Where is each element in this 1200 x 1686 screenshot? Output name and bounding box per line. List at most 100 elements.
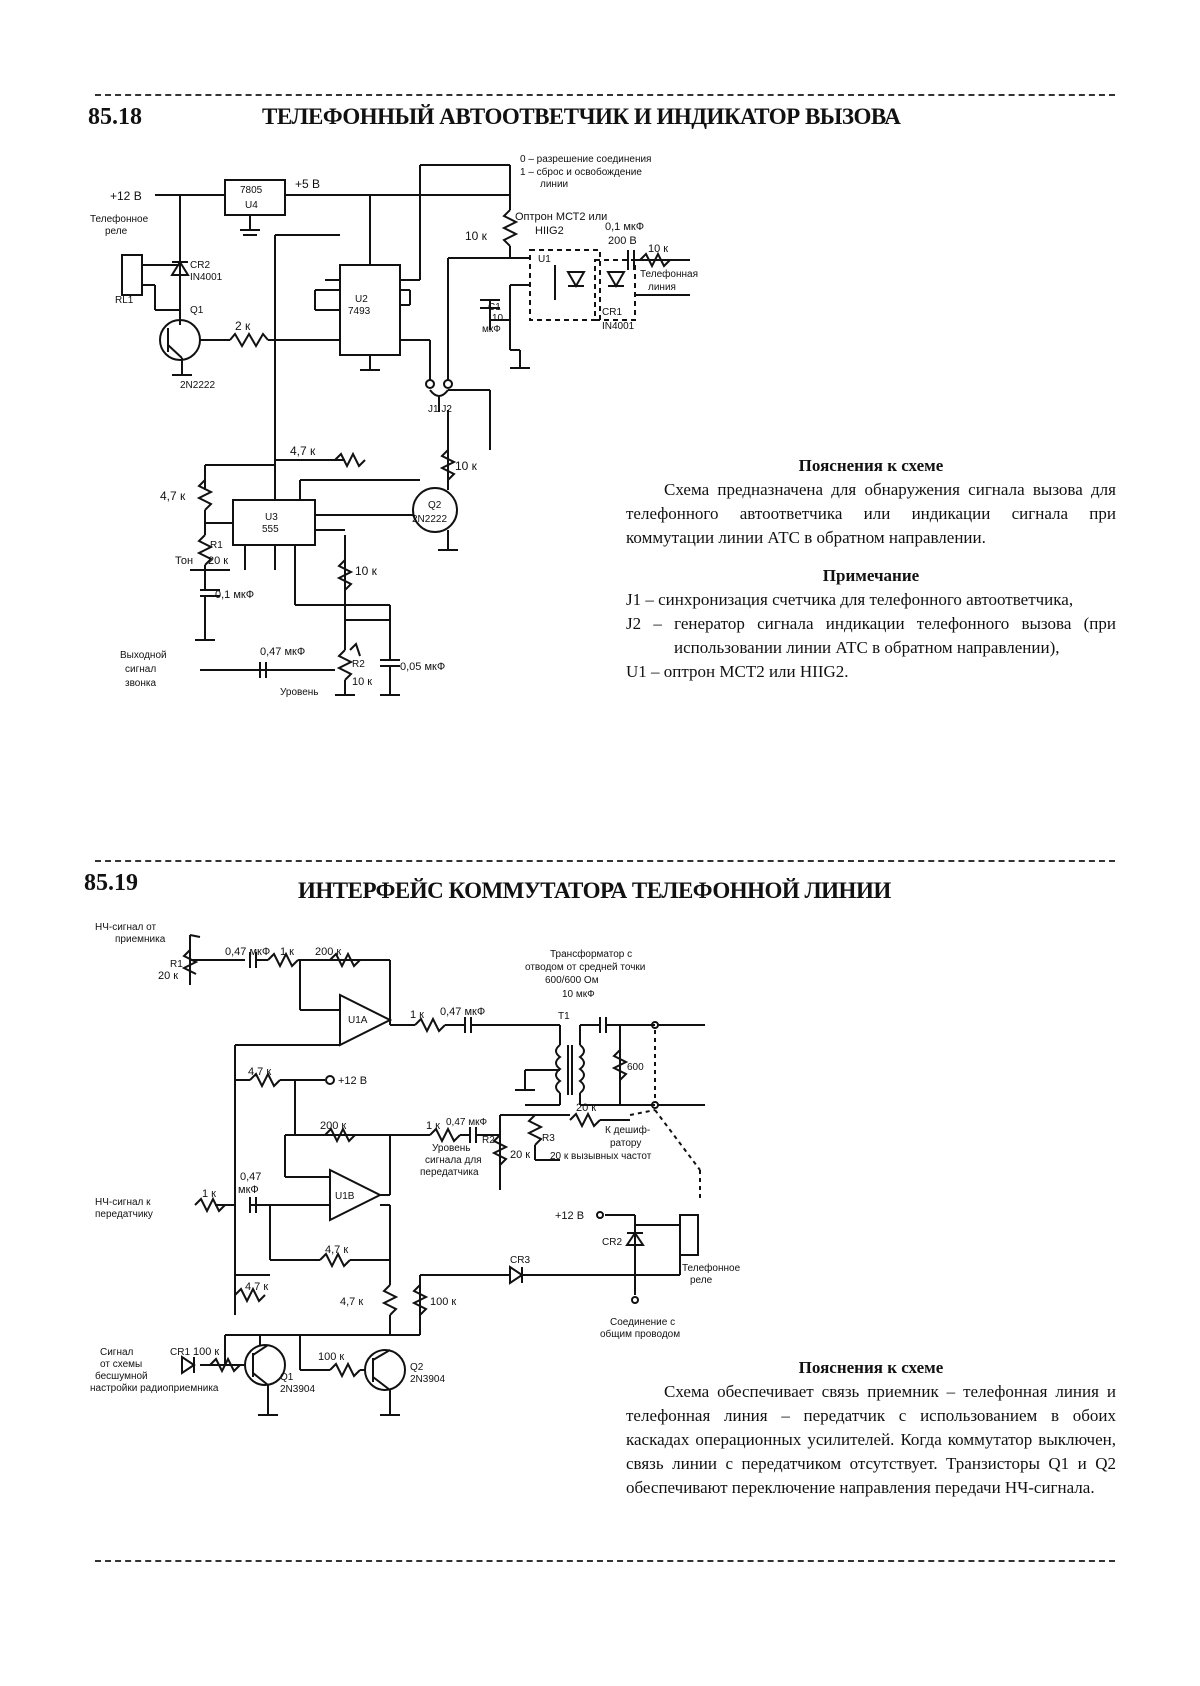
label-rl1: RL1 <box>115 295 134 306</box>
label-1k2: 1 к <box>410 1009 424 1021</box>
label-100k-c: 100 к <box>318 1351 344 1363</box>
label-cr2-type: IN4001 <box>190 272 223 283</box>
label-u2: U2 <box>355 294 368 305</box>
label-out: Выходной <box>120 650 167 661</box>
label-200k-b: 200 к <box>320 1120 346 1132</box>
label-cr1: CR1 <box>602 307 622 318</box>
label-10k2: 10 к <box>648 243 668 255</box>
label-relay: Телефонное <box>90 213 149 225</box>
label-r47b: 4,7 к <box>325 1244 348 1256</box>
label-q2: Q2 <box>410 1362 424 1373</box>
label-c047: 0,47 мкФ <box>260 646 305 658</box>
label-reg-id: U4 <box>245 200 258 211</box>
label-c047c: 0,47 мкФ <box>446 1117 487 1128</box>
label-100k: 100 к <box>430 1296 456 1308</box>
label-r47b: 4,7 к <box>160 489 186 503</box>
label-out: НЧ-сигнал к <box>95 1197 151 1208</box>
bottom-divider <box>95 1560 1115 1562</box>
label-r47: 4,7 к <box>248 1066 271 1078</box>
label-line2: линия <box>648 282 676 293</box>
label-ctrl0: 0 – разрешение соединения <box>520 154 651 165</box>
circuit-diagram-2: НЧ-сигнал от приемника R1 20 к 0,47 мкФ … <box>90 922 741 1416</box>
label-c1-val: 10 <box>492 313 504 324</box>
label-u1: U1 <box>538 254 551 265</box>
label-out2: сигнал <box>125 664 156 675</box>
label-r1: R1 <box>170 959 183 970</box>
label-r2: R2 <box>482 1135 495 1146</box>
label-gnd2: общим проводом <box>600 1328 680 1340</box>
label-xf: Трансформатор с <box>550 948 632 960</box>
note-item: J1 – синхронизация счетчика для телефонн… <box>626 590 1074 609</box>
label-r2: R2 <box>352 659 365 670</box>
label-t1: T1 <box>558 1011 570 1022</box>
label-lvl2: сигнала для <box>425 1155 482 1166</box>
label-sq3: бесшумной <box>95 1370 148 1382</box>
label-opto: Оптрон МСТ2 или <box>515 211 607 223</box>
label-c1-unit: мкФ <box>482 324 501 335</box>
label-tone: Тон <box>175 555 193 567</box>
label-12v-b: +12 В <box>555 1210 584 1222</box>
circuit-diagram-1: +12 В +5 В 7805 U4 Телефонное реле RL1 C… <box>90 154 698 698</box>
label-opto2: HIIG2 <box>535 225 564 237</box>
note-title: Примечание <box>822 566 920 585</box>
label-1k3: 1 к <box>426 1120 440 1132</box>
explanation-block-1: Пояснения к схеме Схема предназначена дл… <box>626 454 1116 684</box>
label-c10: 10 мкФ <box>562 989 595 1000</box>
label-q2: Q2 <box>428 500 442 511</box>
label-cr3: CR3 <box>510 1255 530 1266</box>
label-in: НЧ-сигнал от <box>95 922 156 933</box>
label-u3-type: 555 <box>262 524 279 535</box>
label-ctrl1: 1 – сброс и освобождение <box>520 166 642 178</box>
label-in2: приемника <box>115 934 166 945</box>
section-number: 85.18 <box>88 104 142 130</box>
label-level: Уровень <box>280 687 319 698</box>
label-out2: передатчику <box>95 1209 153 1220</box>
label-lvl3: передатчика <box>420 1167 479 1178</box>
label-600: 600 <box>627 1062 644 1073</box>
section-title: ИНТЕРФЕЙС КОММУТАТОРА ТЕЛЕФОННОЙ ЛИНИИ <box>298 878 891 903</box>
label-u1a: U1A <box>348 1015 368 1026</box>
label-12v: +12 В <box>338 1075 367 1087</box>
explanation-title-2: Пояснения к схеме <box>798 1358 944 1377</box>
label-c047d: 0,47 <box>240 1171 261 1183</box>
explanation-title-1: Пояснения к схеме <box>798 456 944 475</box>
label-u1b: U1B <box>335 1191 355 1202</box>
label-c1: C1 <box>488 302 501 313</box>
label-12v: +12 В <box>110 189 142 203</box>
label-1k: 1 к <box>280 946 294 958</box>
label-q1: Q1 <box>280 1372 294 1383</box>
label-q1: Q1 <box>190 305 204 316</box>
label-cr2: CR2 <box>602 1237 622 1248</box>
label-10k-b: 10 к <box>355 564 378 578</box>
label-10k-q2: 10 к <box>455 459 478 473</box>
label-r2-val: 10 к <box>352 676 372 688</box>
label-r20: 20 к <box>208 555 228 567</box>
label-10k: 10 к <box>465 229 488 243</box>
top-divider <box>95 94 1115 96</box>
label-dec2: ратору <box>610 1138 641 1149</box>
label-reg: 7805 <box>240 185 263 196</box>
label-sq4: настройки радиоприемника <box>90 1383 219 1394</box>
label-cr1: CR1 <box>170 1347 190 1358</box>
note-item: U1 – оптрон МСТ2 или HIIG2. <box>626 662 849 681</box>
section-number: 85.19 <box>84 870 138 896</box>
label-sq: Сигнал <box>100 1347 134 1358</box>
label-line: Телефонная <box>640 268 698 280</box>
label-c047b: 0,47 мкФ <box>440 1006 485 1018</box>
label-5v: +5 В <box>295 177 320 191</box>
label-q1-type: 2N2222 <box>180 380 215 391</box>
label-q1-type: 2N3904 <box>280 1384 315 1395</box>
label-u3: U3 <box>265 512 278 523</box>
section-title: ТЕЛЕФОННЫЙ АВТООТВЕТЧИК И ИНДИКАТОР ВЫЗО… <box>262 104 901 129</box>
label-1k4: 1 к <box>202 1188 216 1200</box>
label-gnd: Соединение с <box>610 1317 675 1328</box>
label-dec3: 20 к вызывных частот <box>550 1151 652 1162</box>
label-c047d2: мкФ <box>238 1184 259 1196</box>
label-cr1-type: IN4001 <box>602 321 635 332</box>
label-c005: 0,05 мкФ <box>400 661 445 673</box>
note-item: J2 – генератор сигнала индикации телефон… <box>626 614 1116 657</box>
label-relay2: реле <box>105 226 128 237</box>
label-100k-b: 100 к <box>193 1346 219 1358</box>
label-lvl: Уровень <box>432 1143 471 1154</box>
